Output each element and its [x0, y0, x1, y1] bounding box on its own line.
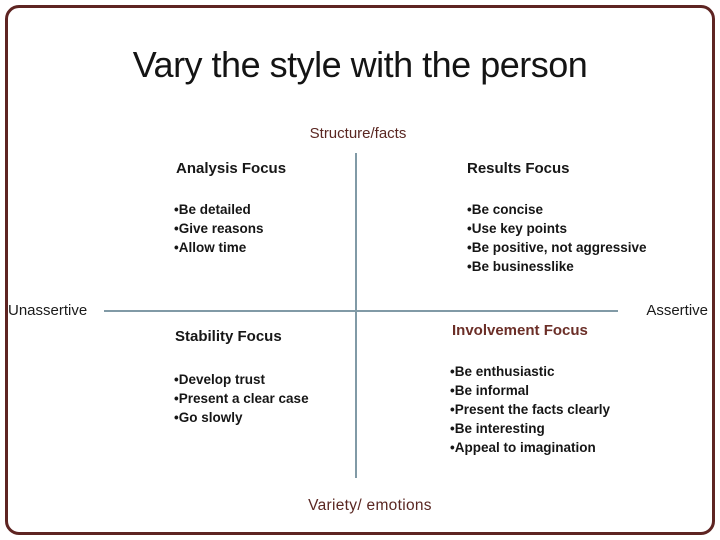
bullet-item: •Be businesslike [467, 259, 574, 274]
bullet-item: •Allow time [174, 240, 247, 255]
quadrant-bullets-involvement: •Be enthusiastic •Be informal •Present t… [450, 362, 610, 457]
axis-label-assertive: Assertive [646, 302, 708, 319]
quadrant-heading-analysis-focus: Analysis Focus [176, 160, 287, 177]
bullet-item: •Give reasons [174, 221, 264, 236]
axis-label-variety-emotions: Variety/ emotions [308, 497, 432, 514]
quadrant-bullets-analysis: •Be detailed •Give reasons •Allow time [174, 200, 264, 257]
bullet-item: •Present the facts clearly [450, 402, 611, 417]
axis-label-unassertive: Unassertive [8, 302, 88, 319]
bullet-item: •Be interesting [450, 421, 545, 436]
bullet-item: •Be positive, not aggressive [467, 240, 647, 255]
bullet-item: •Be informal [450, 383, 529, 398]
quadrant-bullets-stability: •Develop trust •Present a clear case •Go… [174, 370, 309, 427]
vertical-axis-line [355, 153, 357, 478]
quadrant-heading-involvement-focus: Involvement Focus [452, 322, 588, 339]
horizontal-axis-line [104, 310, 618, 312]
slide-title: Vary the style with the person [132, 44, 588, 85]
axis-label-structure-facts: Structure/facts [309, 125, 407, 142]
bullet-item: •Appeal to imagination [450, 440, 596, 455]
bullet-item: •Develop trust [174, 372, 265, 387]
bullet-item: •Use key points [467, 221, 568, 236]
quadrant-heading-stability-focus: Stability Focus [175, 328, 282, 345]
quadrant-heading-results-focus: Results Focus [467, 160, 570, 177]
bullet-item: •Be enthusiastic [450, 364, 555, 379]
bullet-item: •Present a clear case [174, 391, 309, 406]
bullet-item: •Be concise [467, 202, 544, 217]
quadrant-bullets-results: •Be concise •Use key points •Be positive… [467, 200, 647, 276]
bullet-item: •Go slowly [174, 410, 243, 425]
bullet-item: •Be detailed [174, 202, 251, 217]
